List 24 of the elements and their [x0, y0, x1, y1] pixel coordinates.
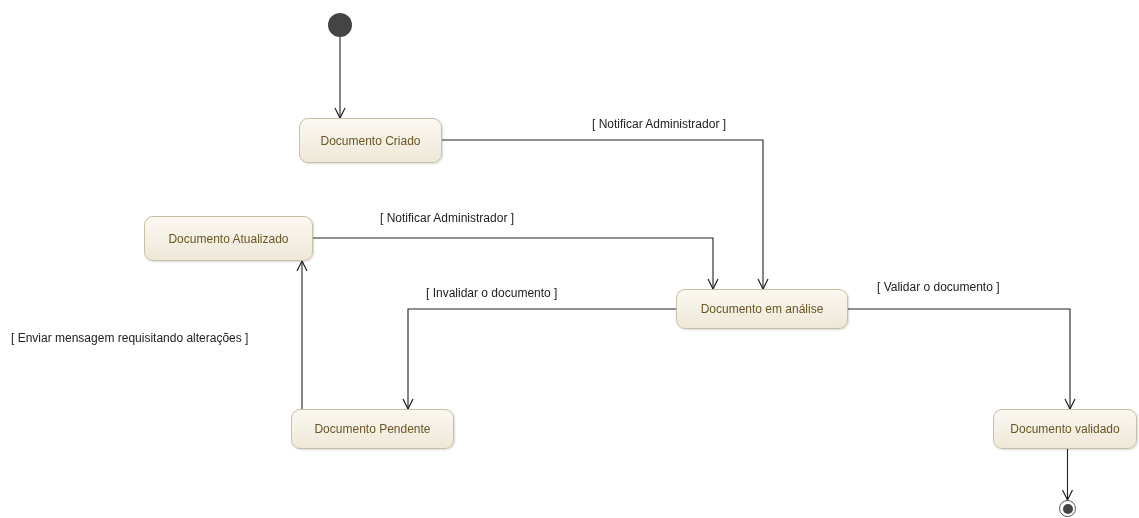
guard-label: [ Invalidar o documento ] — [425, 286, 559, 300]
transition-arrow — [296, 260, 308, 410]
state-name: Documento Atualizado — [168, 231, 289, 246]
transition-arrow — [847, 308, 1076, 410]
state-name: Documento Criado — [320, 133, 421, 148]
transition-arrow — [402, 308, 677, 410]
state-box — [993, 409, 1137, 449]
transition-arrow — [312, 237, 719, 290]
guard-label: [ Notificar Administrador ] — [591, 117, 728, 131]
final-state — [1059, 500, 1076, 517]
state-name: Documento validado — [1010, 422, 1120, 436]
guard-label: [ Notificar Administrador ] — [379, 211, 516, 225]
initial-state — [328, 13, 352, 37]
state-name: Documento Pendente — [314, 422, 431, 436]
state-box — [291, 409, 454, 449]
transition-arrow — [334, 36, 346, 119]
state-box — [676, 289, 848, 329]
guard-label: [ Validar o documento ] — [876, 280, 1001, 294]
transition-arrow — [1061, 448, 1074, 501]
guard-label: [ Enviar mensagem requisitando alterações ] — [10, 331, 250, 345]
state-name: Documento em análise — [700, 302, 824, 316]
transition-arrow — [441, 139, 769, 290]
state-box — [144, 216, 313, 261]
state-box — [299, 118, 442, 163]
